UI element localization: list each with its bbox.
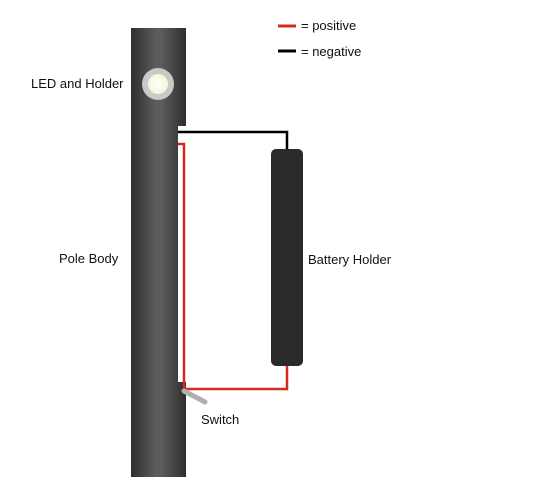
led-holder [142, 68, 174, 100]
wire-channel [178, 126, 187, 382]
legend-positive-label: = positive [301, 18, 356, 33]
led-label: LED and Holder [31, 76, 124, 91]
positive-wire [178, 142, 289, 391]
pole-label: Pole Body [59, 251, 119, 266]
pole-body [131, 28, 186, 477]
legend: = positive = negative [278, 18, 361, 59]
battery-label: Battery Holder [308, 252, 392, 267]
switch-lever[interactable] [181, 388, 208, 405]
led-bulb [148, 74, 168, 94]
battery-holder [271, 149, 303, 366]
switch-label: Switch [201, 412, 239, 427]
legend-negative-label: = negative [301, 44, 361, 59]
negative-wire [178, 130, 289, 151]
